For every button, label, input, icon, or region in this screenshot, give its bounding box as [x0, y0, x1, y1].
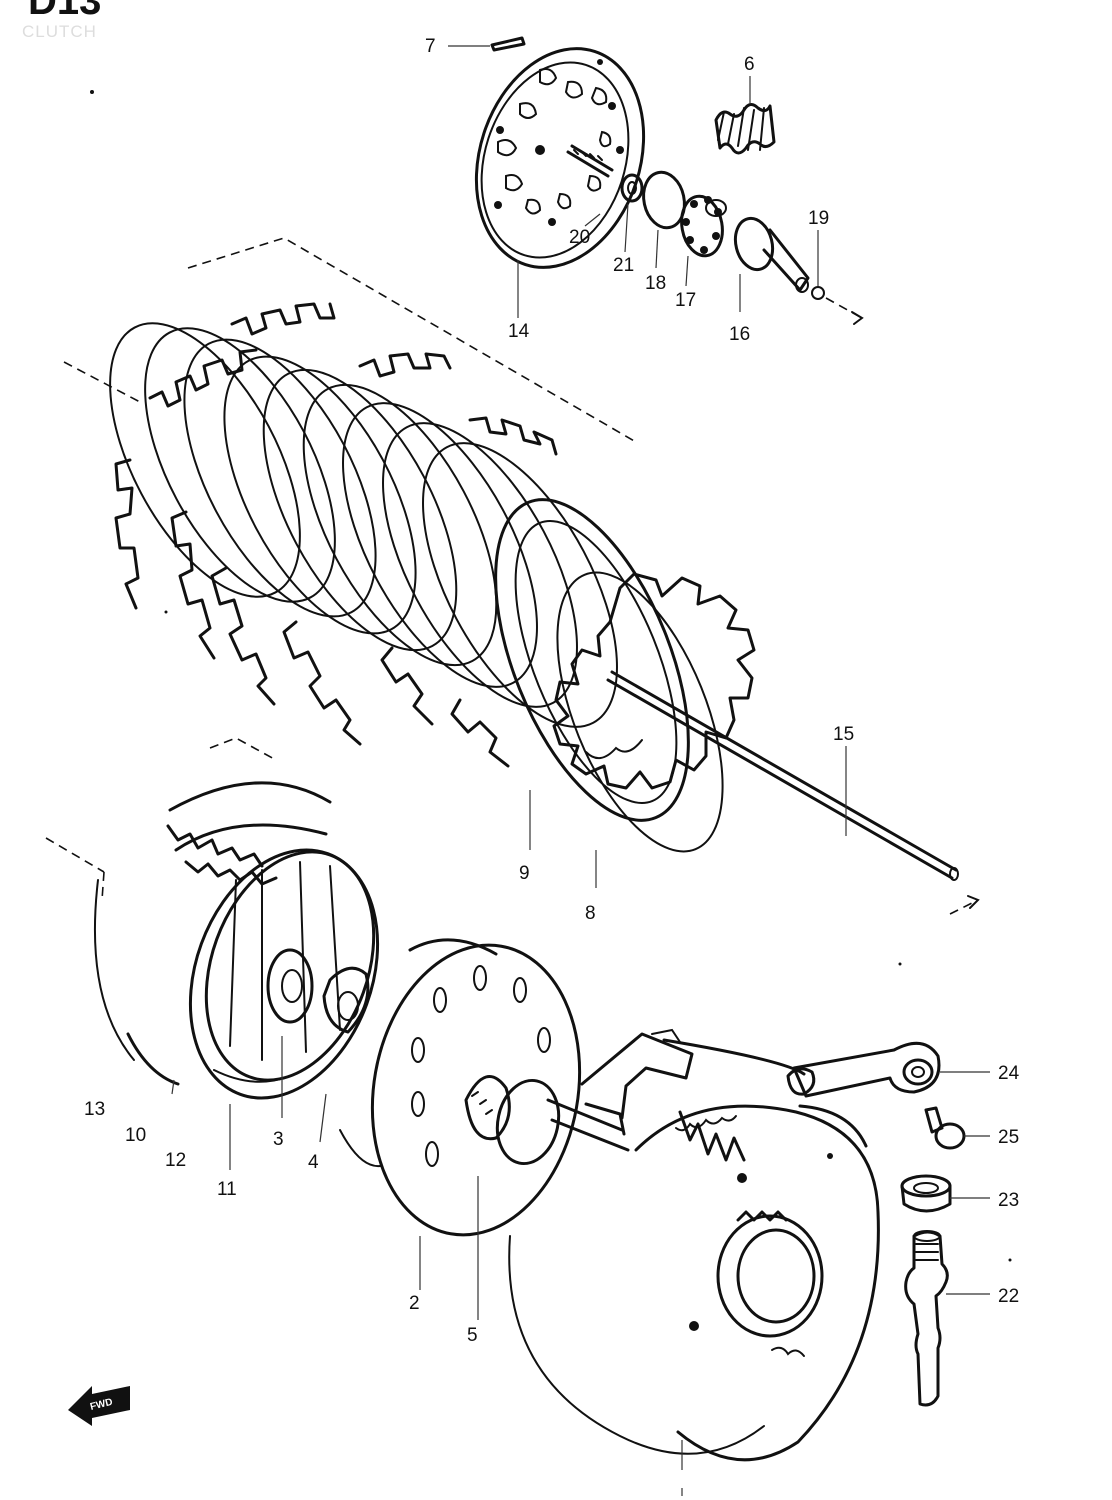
label-24: 24	[998, 1063, 1020, 1084]
oil-seal-23	[900, 1174, 990, 1213]
label-22: 22	[998, 1286, 1019, 1307]
header-code: D13	[28, 0, 101, 23]
forward-marker-text: FWD	[89, 1397, 114, 1413]
label-5: 5	[467, 1325, 478, 1346]
pin-7	[448, 36, 526, 52]
label-14: 14	[508, 321, 530, 342]
bush-5	[477, 1078, 630, 1320]
label-6: 6	[744, 54, 755, 75]
label-23: 23	[998, 1190, 1019, 1211]
nut-21	[620, 173, 644, 253]
ball-19	[811, 230, 864, 325]
label-8: 8	[585, 903, 596, 924]
forward-arrow-icon: FWD	[68, 1386, 130, 1426]
clutch-cover	[508, 1028, 880, 1496]
label-16: 16	[729, 324, 750, 345]
label-4: 4	[308, 1152, 319, 1173]
scan-specks	[90, 90, 1012, 1262]
label-2: 2	[409, 1293, 420, 1314]
label-25: 25	[998, 1127, 1019, 1148]
label-11: 11	[217, 1179, 237, 1200]
pressure-plate-14	[474, 47, 646, 318]
washer-18	[642, 170, 686, 269]
spring-6	[714, 76, 776, 155]
label-7: 7	[425, 36, 436, 57]
bolt-25	[924, 1106, 990, 1150]
label-18: 18	[645, 273, 666, 294]
label-19: 19	[808, 208, 829, 229]
label-15: 15	[833, 724, 854, 745]
label-10: 10	[125, 1125, 146, 1146]
release-rod-16	[733, 216, 810, 312]
primary-driven-gear-2	[339, 938, 582, 1290]
pushrod-15	[606, 670, 980, 915]
release-shaft-22	[904, 1230, 990, 1407]
label-9: 9	[519, 863, 530, 884]
clutch-sleeve-hub	[45, 781, 380, 1170]
label-21: 21	[613, 255, 634, 276]
release-lever-24	[786, 1041, 990, 1098]
label-20: 20	[569, 227, 590, 248]
label-12: 12	[165, 1150, 186, 1171]
bearing-17	[680, 194, 727, 287]
clutch-plate-stack	[63, 237, 756, 888]
label-3: 3	[273, 1129, 284, 1150]
label-13: 13	[84, 1099, 105, 1120]
header-section: CLUTCH	[22, 22, 97, 41]
label-17: 17	[675, 290, 696, 311]
